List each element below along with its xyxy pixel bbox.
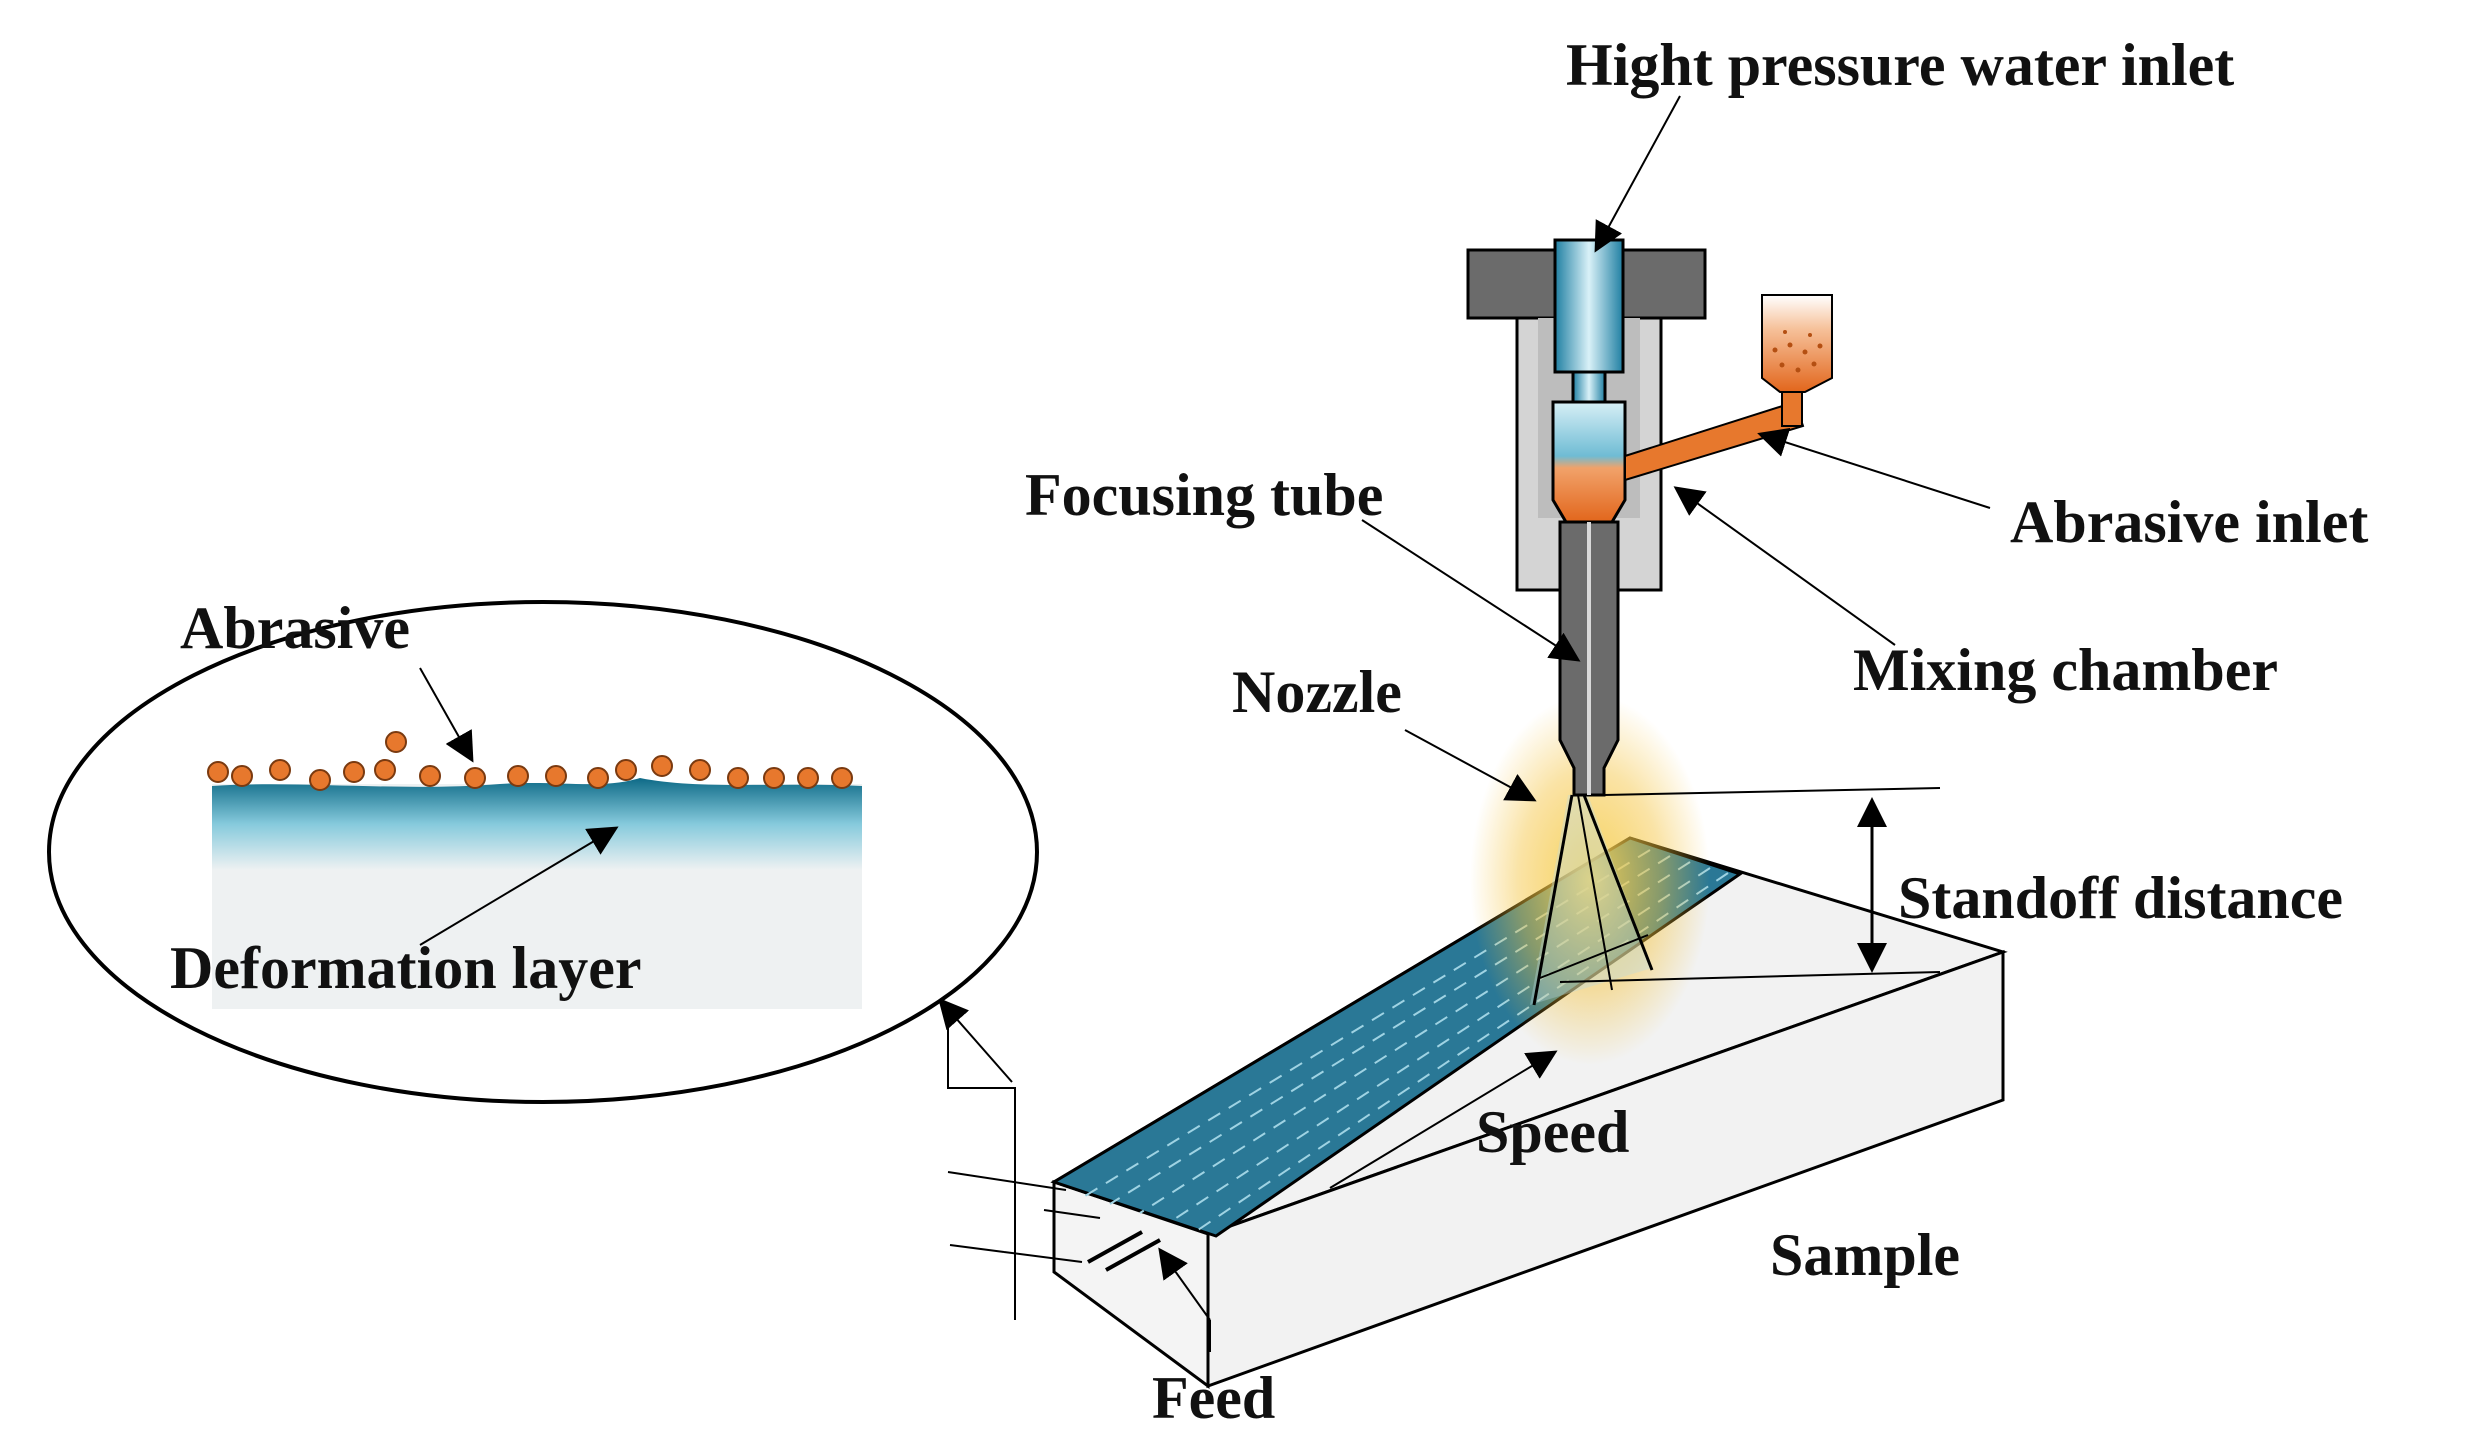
water-tube — [1553, 238, 1625, 374]
focusing-tube-pointer — [1361, 519, 1581, 662]
sample-right-face — [1206, 949, 2005, 1389]
mixing-chamber-shape — [1551, 400, 1627, 524]
water-tube-neck — [1571, 370, 1607, 404]
hopper-particles — [1772, 330, 1823, 373]
abrasive-particles — [207, 731, 853, 791]
label-water-inlet: Hight pressure water inlet — [1566, 32, 2234, 98]
jet-cone — [1530, 795, 1652, 1005]
nozzle-assembly — [1466, 238, 1833, 797]
label-standoff-distance: Standoff distance — [1898, 865, 2343, 931]
zoom-leader-line — [947, 1008, 1016, 1320]
feed-indicator — [947, 1171, 1211, 1352]
abrasive-pointer — [419, 667, 474, 763]
deformation-pointer — [419, 826, 619, 946]
deformation-layer-band — [212, 778, 862, 870]
label-focusing-tube: Focusing tube — [1025, 462, 1383, 528]
nozzle-pointer — [1404, 729, 1537, 802]
label-abrasive: Abrasive — [180, 595, 410, 661]
zoom-detail — [47, 600, 1039, 1104]
abrasive-inlet-pointer — [1757, 427, 1991, 509]
label-abrasive-inlet: Abrasive inlet — [2010, 489, 2368, 555]
label-feed: Feed — [1152, 1365, 1275, 1431]
speed-arrow — [1329, 1050, 1558, 1189]
zoom-leader-arrow — [938, 997, 1013, 1083]
label-mixing-chamber: Mixing chamber — [1853, 637, 2278, 703]
label-sample: Sample — [1770, 1222, 1960, 1288]
label-deformation-layer: Deformation layer — [170, 935, 642, 1001]
water-inlet-pointer — [1594, 95, 1681, 253]
mixing-chamber-pointer — [1673, 486, 1896, 646]
feed-mark-2 — [1105, 1238, 1161, 1272]
label-nozzle: Nozzle — [1232, 659, 1402, 725]
feed-arrow — [1158, 1247, 1211, 1321]
label-speed: Speed — [1476, 1099, 1629, 1165]
standoff-indicator — [1559, 787, 1941, 983]
abrasive-hopper — [1761, 294, 1833, 393]
feed-mark-1 — [1087, 1230, 1143, 1264]
